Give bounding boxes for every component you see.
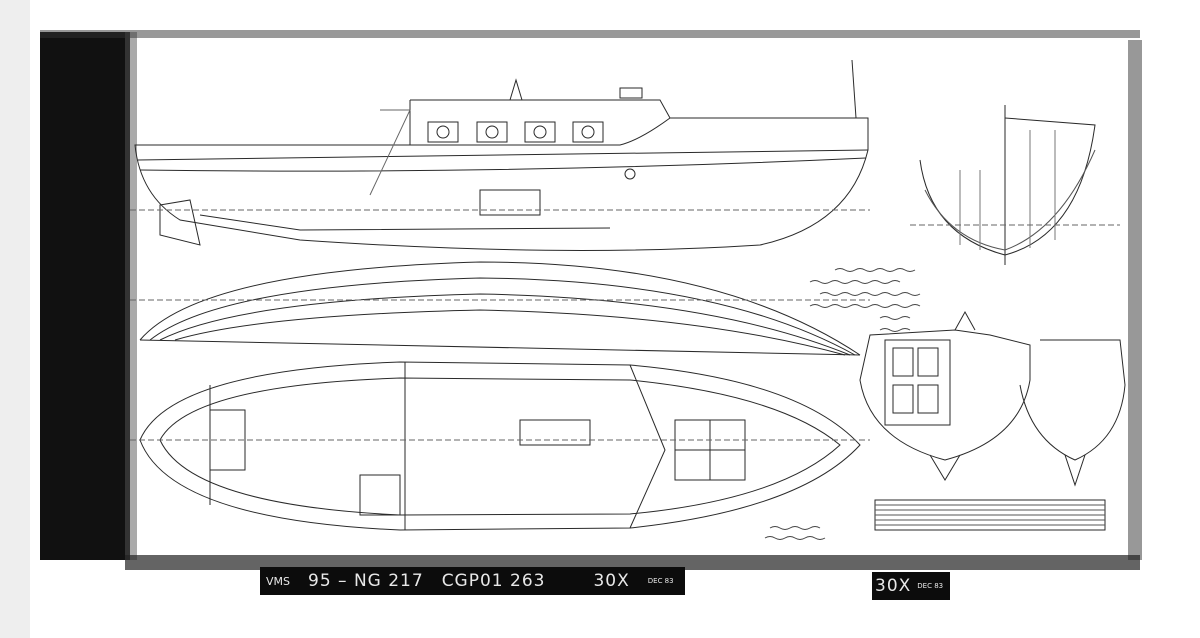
body-plan xyxy=(910,105,1120,265)
microfilm-label: VMS 95 – NG 217 CGP01 263 30X DEC 83 xyxy=(260,567,685,595)
half-breadth-plan xyxy=(130,261,870,356)
reduction-label: 30X xyxy=(593,571,630,591)
archive-label: VMS xyxy=(266,574,290,588)
profile-view xyxy=(130,59,870,251)
handwritten-notes xyxy=(764,268,921,540)
scan-border xyxy=(0,0,1142,638)
reduction-label-2: 30X xyxy=(875,576,912,596)
film-code: CGP01 263 xyxy=(441,571,546,591)
date-label: DEC 83 xyxy=(647,577,674,585)
drawing-number: 95 – NG 217 xyxy=(308,571,424,591)
cross-sections xyxy=(859,310,1126,487)
scale-bar xyxy=(874,499,1106,531)
date-label-2: DEC 83 xyxy=(917,582,944,590)
deck-plan xyxy=(130,361,870,531)
microfilm-label-2: 30X DEC 83 xyxy=(872,572,950,600)
